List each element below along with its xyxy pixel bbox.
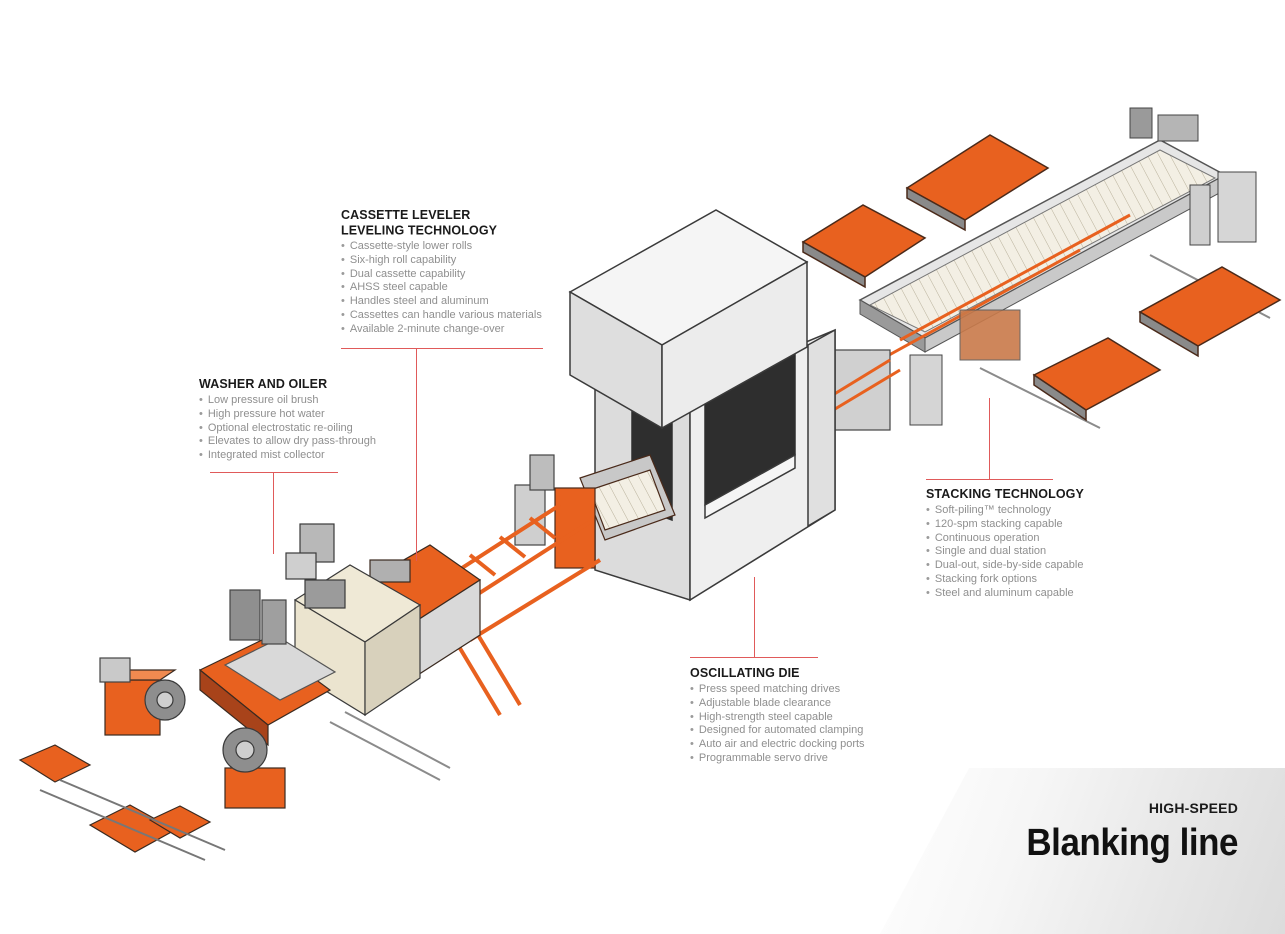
coil-cars	[18, 744, 226, 861]
oscillating-leader-horizontal	[690, 657, 818, 659]
feature-list: Low pressure oil brush High pressure hot…	[199, 394, 376, 463]
feature-item: High-strength steel capable	[690, 711, 865, 725]
callout-cassette-leveler: CASSETTE LEVELER LEVELING TECHNOLOGY Cas…	[341, 207, 542, 337]
feature-item: 120-spm stacking capable	[926, 518, 1084, 532]
feature-item: Integrated mist collector	[199, 449, 376, 463]
feature-item: Adjustable blade clearance	[690, 697, 865, 711]
feature-item: Handles steel and aluminum	[341, 295, 542, 309]
feature-item: Dual-out, side-by-side capable	[926, 559, 1084, 573]
press-exit-frames	[799, 349, 901, 432]
feature-list: Soft-piling™ technology 120-spm stacking…	[926, 504, 1084, 601]
stacking-leader-vertical	[989, 398, 991, 479]
callout-heading: OSCILLATING DIE	[690, 665, 800, 681]
washer-oiler	[285, 523, 422, 717]
page-title: Blanking line	[1026, 822, 1238, 864]
feature-list: Press speed matching drives Adjustable b…	[690, 683, 865, 766]
feature-item: Low pressure oil brush	[199, 394, 376, 408]
feature-item: Cassette-style lower rolls	[341, 240, 542, 254]
feature-item: Steel and aluminum capable	[926, 587, 1084, 601]
callout-heading: CASSETTE LEVELER LEVELING TECHNOLOGY	[341, 207, 542, 239]
cassette-leader-horizontal	[341, 348, 543, 350]
die-feed	[514, 454, 676, 569]
feature-item: Programmable servo drive	[690, 752, 865, 766]
feature-item: Soft-piling™ technology	[926, 504, 1084, 518]
feature-list: Cassette-style lower rolls Six-high roll…	[341, 240, 542, 337]
callout-heading: STACKING TECHNOLOGY	[926, 486, 1084, 502]
cassette-leader-vertical	[416, 348, 418, 561]
oscillating-leader-vertical	[754, 577, 756, 657]
feature-item: High pressure hot water	[199, 408, 376, 422]
feature-item: Optional electrostatic re-oiling	[199, 422, 376, 436]
heading-line-2: LEVELING TECHNOLOGY	[341, 223, 498, 238]
stacker-conveyor	[858, 107, 1257, 426]
feature-item: Available 2-minute change-over	[341, 323, 542, 337]
stacking-leader-horizontal	[926, 479, 1053, 481]
callout-stacking-technology: STACKING TECHNOLOGY Soft-piling™ technol…	[926, 487, 1084, 601]
entry-straightener	[198, 589, 337, 747]
feature-item: Auto air and electric docking ports	[690, 738, 865, 752]
feature-item: Designed for automated clamping	[690, 724, 865, 738]
feature-item: Dual cassette capability	[341, 268, 542, 282]
callout-oscillating-die: OSCILLATING DIE Press speed matching dri…	[690, 666, 865, 766]
uncoiler-1	[99, 657, 186, 736]
callout-washer-oiler: WASHER AND OILER Low pressure oil brush …	[199, 377, 376, 463]
subtitle: HIGH-SPEED	[1148, 800, 1238, 816]
callout-heading: WASHER AND OILER	[199, 376, 328, 392]
feature-item: Stacking fork options	[926, 573, 1084, 587]
feature-item: Six-high roll capability	[341, 254, 542, 268]
washer-leader-vertical	[273, 472, 275, 554]
feature-item: Elevates to allow dry pass-through	[199, 435, 376, 449]
oscillating-die-press	[568, 209, 836, 602]
feature-item: Continuous operation	[926, 532, 1084, 546]
stacking-pallets	[801, 134, 1282, 422]
feature-item: Cassettes can handle various materials	[341, 309, 542, 323]
uncoiler-2	[222, 727, 286, 809]
heading-line-1: CASSETTE LEVELER	[341, 207, 471, 222]
feature-item: Press speed matching drives	[690, 683, 865, 697]
feature-item: AHSS steel capable	[341, 281, 542, 295]
feature-item: Single and dual station	[926, 545, 1084, 559]
